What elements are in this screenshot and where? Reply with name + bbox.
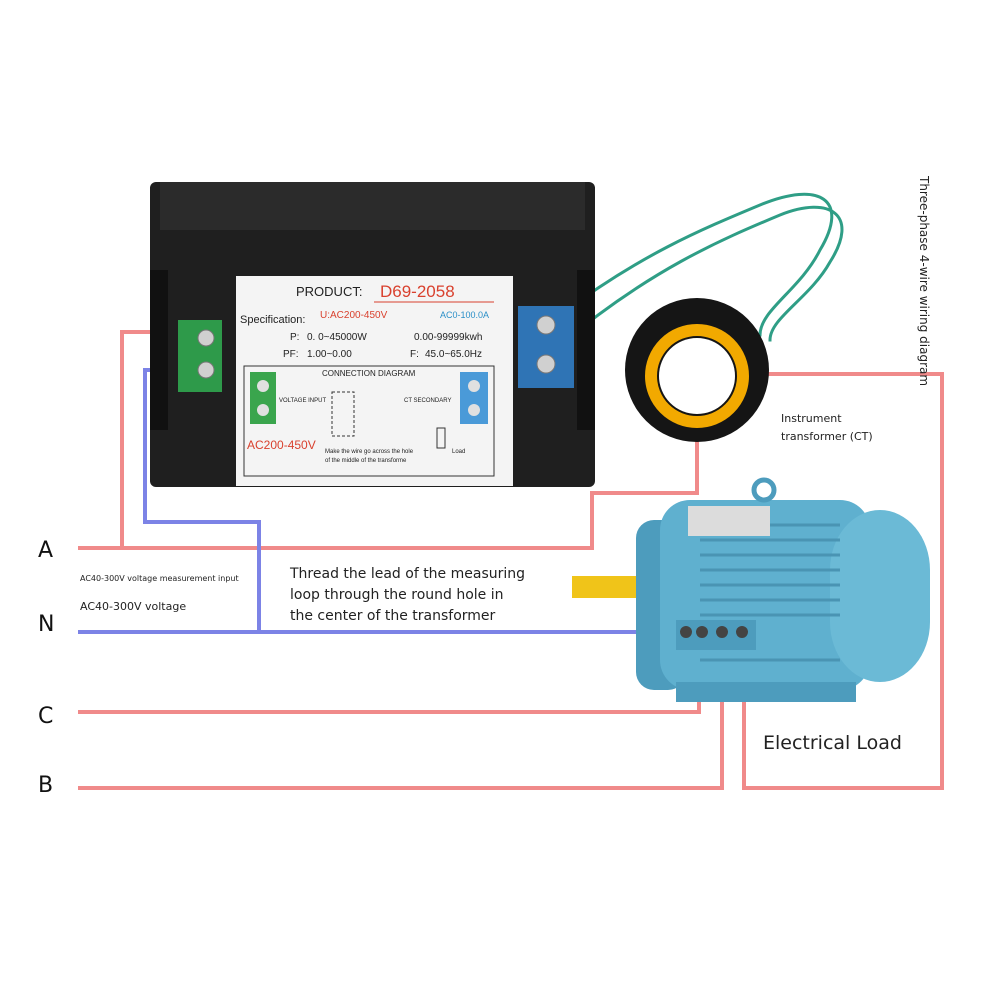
phase-a-to-load	[742, 372, 944, 790]
energy-range: 0.00-99999kwh	[414, 332, 482, 343]
ct-note-line2: transformer (CT)	[781, 430, 873, 443]
thread-note-line2: loop through the round hole in	[290, 587, 504, 603]
ct-terminal-screw-2	[536, 354, 556, 374]
diagram-green-screw-1	[257, 380, 269, 392]
diagram-ct-symbol	[331, 391, 355, 437]
pf-range: 1.00~0.00	[307, 349, 352, 360]
motor-lifting-eye	[751, 477, 777, 503]
ct-ring-winding	[645, 324, 749, 428]
meter-top-rim	[160, 182, 585, 230]
ct-terminal-screw-1	[536, 315, 556, 335]
thread-note-line1: Thread the lead of the measuring	[289, 566, 525, 582]
thread-note-line3: the center of the transformer	[290, 608, 496, 624]
voltage-terminal-screw-1	[197, 329, 215, 347]
diagram-blue-screw-1	[468, 380, 480, 392]
diagram-blue-screw-2	[468, 404, 480, 416]
voltage-note: AC40-300V voltage	[80, 600, 186, 613]
wire-note-line1: Make the wire go across the hole	[325, 449, 414, 455]
motor-base	[676, 682, 856, 702]
freq-label: F:	[410, 349, 419, 360]
diagram-load-symbol	[436, 427, 446, 449]
electrical-load-label: Electrical Load	[763, 732, 902, 754]
product-label: PRODUCT:	[296, 284, 362, 299]
voltage-terminal-screw-2	[197, 361, 215, 379]
phase-label-b: B	[38, 773, 53, 798]
diagram-green-terminal	[250, 372, 276, 424]
ct-ring-hole	[659, 338, 735, 414]
motor-nameplate	[688, 506, 770, 536]
connection-diagram-box	[243, 365, 495, 477]
motor-terminal-1	[680, 626, 692, 638]
phase-label-c: C	[38, 704, 53, 729]
ct-note-line1: Instrument	[781, 412, 842, 425]
power-label: P:	[290, 332, 299, 343]
power-meter: PRODUCT: D69-2058 Specification: U:AC200…	[150, 182, 595, 487]
voltage-terminal-block	[178, 320, 222, 392]
current-spec: AC0-100.0A	[440, 310, 489, 320]
motor-terminal-3	[716, 626, 728, 638]
spec-label: Specification:	[240, 314, 305, 326]
phase-label-n: N	[38, 612, 54, 637]
model-number: D69-2058	[380, 282, 455, 301]
current-transformer	[625, 298, 769, 442]
phase-label-a: A	[38, 538, 53, 563]
wire-note-line2: of the middle of the transforme	[325, 458, 407, 464]
wiring-diagram-title: Three-phase 4-wire wiring diagram	[917, 175, 931, 386]
motor-shaft	[572, 576, 642, 598]
motor-cooling-fins	[700, 523, 840, 662]
power-range: 0. 0~45000W	[307, 332, 367, 343]
electric-motor	[572, 477, 930, 702]
meter-side-shadow	[150, 270, 168, 430]
voltage-input-tag: VOLTAGE INPUT	[279, 398, 326, 404]
voltage-input-note: AC40-300V voltage measurement input	[80, 574, 239, 583]
ct-secondary-wire-1	[557, 192, 834, 337]
motor-terminal-4	[736, 626, 748, 638]
pf-label: PF:	[283, 349, 299, 360]
motor-terminal-2	[696, 626, 708, 638]
load-tag: Load	[452, 449, 465, 455]
wires	[78, 192, 944, 790]
range-badge: AC200-450V	[247, 438, 316, 452]
freq-range: 45.0~65.0Hz	[425, 349, 482, 360]
diagram-green-screw-2	[257, 404, 269, 416]
connection-diagram-title: CONNECTION DIAGRAM	[322, 369, 416, 378]
diagram-blue-terminal	[460, 372, 488, 424]
meter-side-shadow-right	[577, 270, 595, 430]
voltage-spec: U:AC200-450V	[320, 310, 388, 321]
motor-fan-cover	[830, 510, 930, 682]
ct-secondary-tag: CT SECONDARY	[404, 398, 451, 404]
ct-secondary-wire-2	[557, 205, 844, 348]
phase-c-line	[78, 638, 701, 714]
